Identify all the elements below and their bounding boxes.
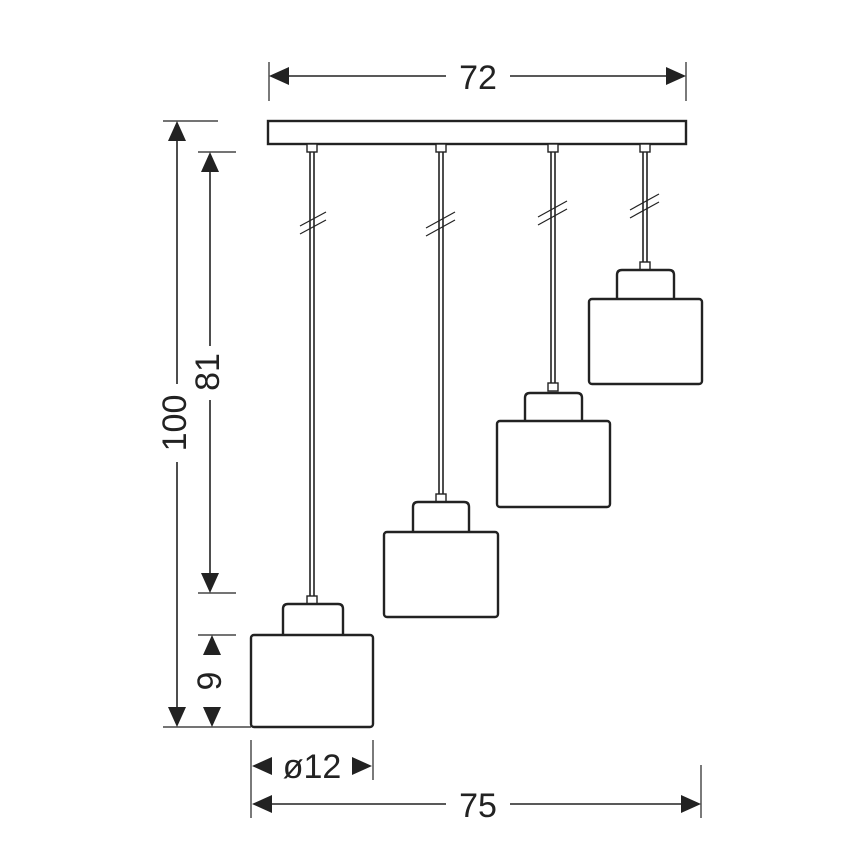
- cord-length-label: 81: [189, 353, 227, 391]
- dimension-shade-height: 9: [191, 634, 236, 727]
- shade-cap: [615, 268, 676, 299]
- ceiling-canopy: [266, 119, 688, 146]
- arrow-right: [666, 67, 686, 85]
- arrow-left: [252, 757, 272, 775]
- cord-grip: [639, 143, 651, 153]
- lamp-shade: [587, 297, 704, 386]
- dimension-cord-length: 81: [189, 151, 236, 594]
- arrow-down: [201, 573, 219, 593]
- arrow-left: [269, 67, 289, 85]
- arrow-up: [201, 152, 219, 172]
- dimension-shade-diameter: ø12: [250, 740, 374, 818]
- arrow-down: [168, 707, 186, 727]
- pendant-3: [495, 143, 612, 509]
- shade-cap: [281, 602, 345, 635]
- arrow-down: [203, 707, 221, 727]
- break-mark: [629, 201, 660, 219]
- arrow-left: [252, 795, 272, 813]
- pendant-4: [587, 143, 704, 386]
- dimension-max-height: 100: [156, 120, 251, 728]
- shade-cap: [523, 391, 584, 421]
- lamp-shade: [382, 530, 500, 619]
- dimension-total-width: 75: [252, 765, 702, 825]
- break-mark: [629, 193, 660, 211]
- arrow-up: [168, 121, 186, 141]
- arrow-up: [203, 635, 221, 655]
- pendant-2: [382, 143, 500, 619]
- dimension-canopy-width: 72: [268, 59, 687, 101]
- shade-cap: [411, 500, 471, 532]
- arrow-right: [681, 795, 701, 813]
- cord-grip: [435, 143, 447, 153]
- shade-diameter-label: ø12: [283, 748, 342, 786]
- break-mark: [537, 208, 568, 226]
- cord-grip: [547, 382, 559, 392]
- shade-height-label: 9: [191, 672, 229, 691]
- break-mark: [425, 219, 456, 237]
- lamp-shade: [495, 419, 612, 509]
- cord-grip: [306, 143, 318, 153]
- break-mark: [299, 219, 327, 235]
- arrow-right: [352, 757, 372, 775]
- canopy-width-label: 72: [459, 59, 497, 97]
- break-mark: [537, 200, 568, 218]
- break-mark: [425, 211, 456, 229]
- pendant-1: [249, 143, 375, 729]
- break-mark: [299, 211, 327, 227]
- total-width-label: 75: [459, 787, 497, 825]
- lamp-shade: [249, 633, 375, 729]
- cord-grip: [547, 143, 559, 153]
- max-height-label: 100: [156, 395, 194, 452]
